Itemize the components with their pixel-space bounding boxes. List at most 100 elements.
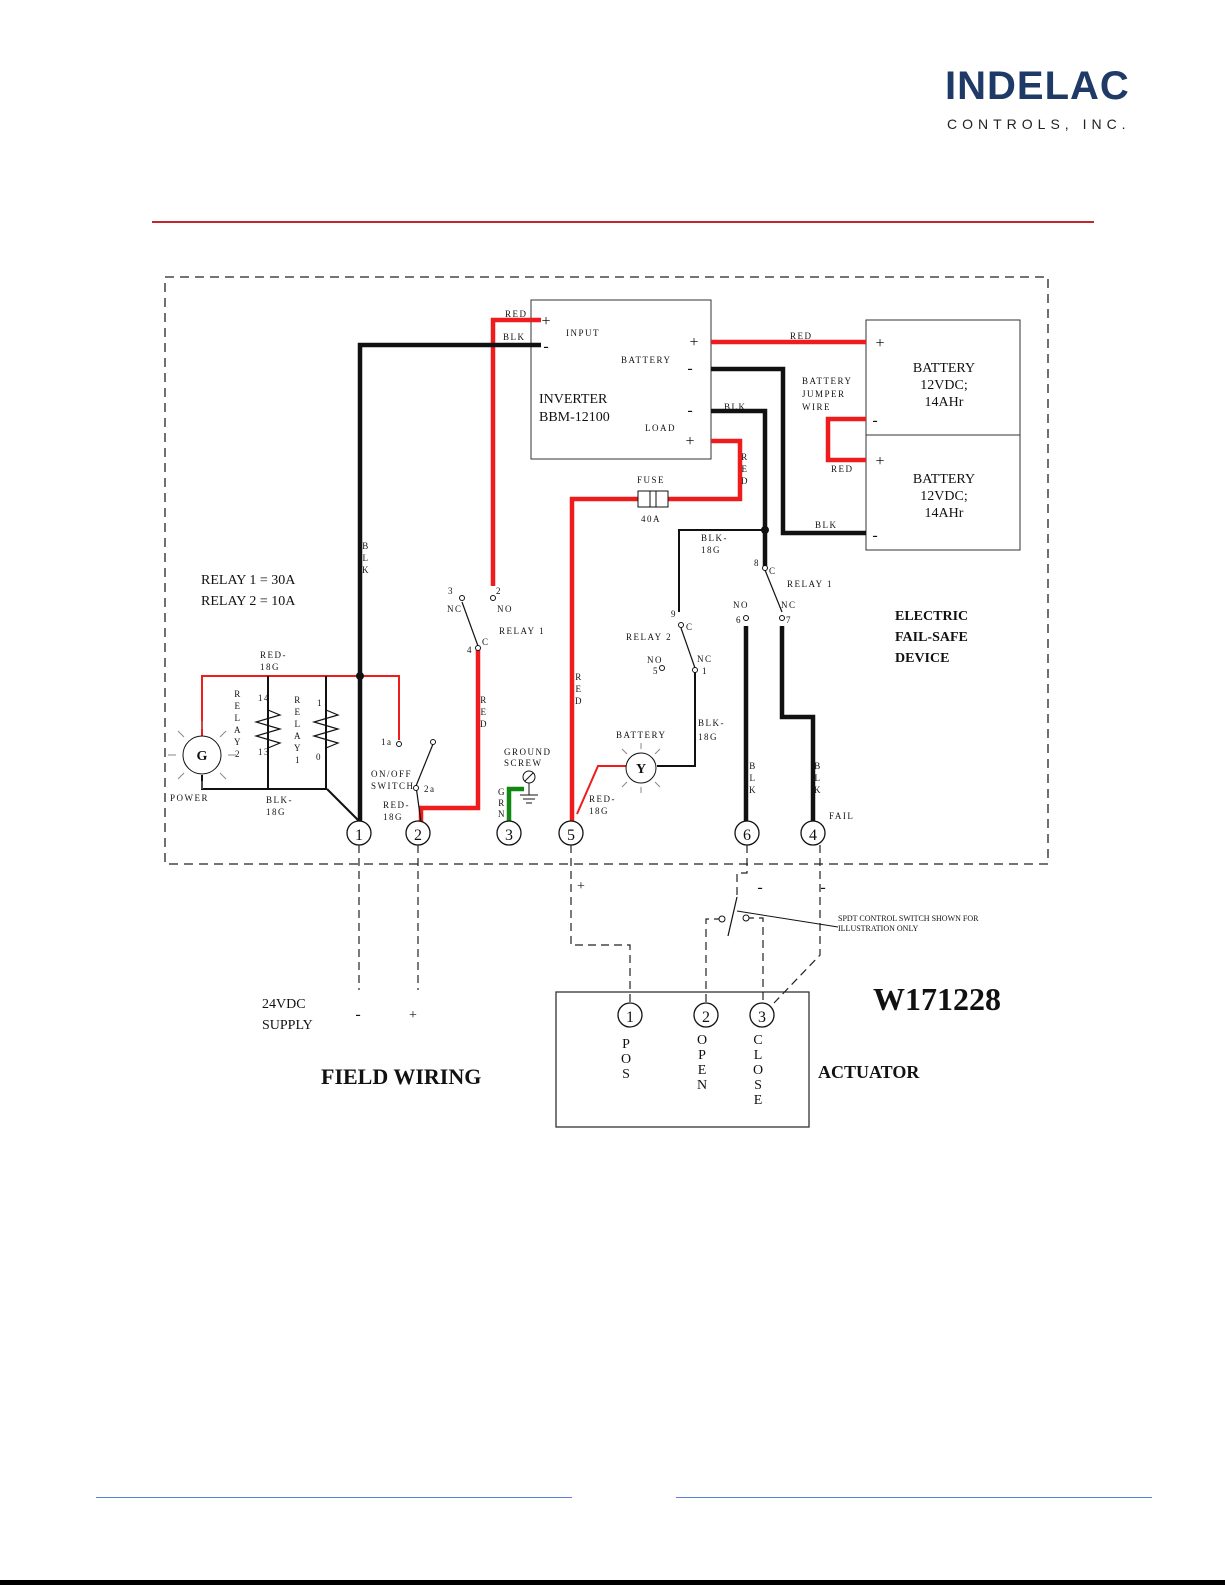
footer-rule-right [676, 1497, 1152, 1498]
red-wire-inverter-input [490, 317, 541, 586]
relay-rating-2: RELAY 2 = 10A [201, 594, 296, 609]
wire-label-red-vertical: R [575, 672, 583, 682]
green-ground-wire [506, 786, 524, 822]
on-off-switch-blade [415, 743, 434, 787]
supply-label: SUPPLY [262, 1018, 313, 1033]
wire-label-red-vertical: D [480, 719, 488, 729]
device-enclosure-outline [164, 276, 1049, 865]
polarity-mark: - [687, 402, 692, 419]
logo-wordmark: INDELAC [945, 64, 1130, 108]
actuator-terminal-label: E [698, 1063, 707, 1078]
wire-label-red-vertical: E [742, 464, 749, 474]
pin-number: 2 [496, 586, 502, 596]
wire-label-red18g: RED- [383, 800, 410, 810]
field-wire-open [705, 918, 722, 1003]
black-wire-relay2-to-battery-lamp [657, 672, 696, 767]
wire-label-blk18g: 18G [266, 807, 286, 817]
wire-label-red: RED [505, 309, 528, 319]
relay2-coil-label: A [234, 725, 242, 735]
field-wire-pos [570, 845, 631, 1003]
fuse-label: FUSE [637, 475, 665, 485]
pin-number: 13 [258, 747, 270, 757]
relay-nc-label: NC [697, 654, 713, 664]
relay1-coil-label: A [294, 731, 302, 741]
ground-screw-label: SCREW [504, 758, 543, 768]
spdt-note: ILLUSTRATION ONLY [838, 924, 919, 933]
actuator-terminal-1 [617, 1002, 643, 1028]
field-wire-close [746, 917, 764, 1003]
pin-number: 3 [448, 586, 454, 596]
actuator-terminal-number: 3 [758, 1009, 766, 1026]
terminal-number: 5 [567, 827, 575, 844]
pin-number: 1 [317, 698, 323, 708]
fuse-rating: 40A [641, 514, 661, 524]
actuator-terminal-2 [693, 1002, 719, 1028]
actuator-terminal-label: S [622, 1067, 630, 1082]
relay2-contact-blade [680, 627, 696, 669]
wire-label-blk-vertical: K [362, 565, 370, 575]
wire-label-red18g: 18G [260, 662, 280, 672]
actuator-terminal-3 [749, 1002, 775, 1028]
page-bottom-bar [0, 1580, 1225, 1585]
wire-label-red-vertical: D [741, 476, 749, 486]
wire-label-red-vertical: D [575, 696, 583, 706]
ground-screw-label: GROUND [504, 747, 552, 757]
relay-no-label: NO [733, 600, 749, 610]
relay2-coil-label: 2 [235, 749, 241, 759]
inverter-battery-label: BATTERY [621, 355, 672, 365]
actuator-terminal-label: S [754, 1078, 762, 1093]
wire-label-blk-vertical: L [750, 773, 757, 783]
inverter-name: INVERTER [539, 392, 608, 407]
battery-capacity: 14AHr [925, 506, 964, 521]
relay1-coil-label: E [295, 707, 302, 717]
actuator-terminal-label: O [621, 1052, 631, 1067]
relay1-coil-label: L [295, 719, 302, 729]
on-off-switch-label: SWITCH [371, 781, 415, 791]
wire-label-blk-vertical: K [749, 785, 757, 795]
inverter-input-label: INPUT [566, 328, 600, 338]
pin-number: 6 [736, 615, 742, 625]
black-wire-power-lamp-return [201, 775, 327, 790]
relay-c-label: C [482, 637, 490, 647]
relay-nc-label: NC [447, 604, 463, 614]
header-rule [152, 221, 1094, 223]
lamp-g-letter: G [197, 749, 208, 764]
actuator-terminal-label: P [622, 1037, 630, 1052]
red-wire-battery-jumper [825, 416, 866, 463]
polarity-mark: - [355, 1006, 360, 1023]
actuator-box [555, 991, 810, 1128]
inverter-model: BBM-12100 [539, 410, 610, 425]
polarity-mark: + [875, 453, 884, 470]
wire-label-red18g: 18G [383, 812, 403, 822]
actuator-terminal-label: O [697, 1033, 707, 1048]
relay-c-label: C [769, 566, 777, 576]
terminal-number: 6 [743, 827, 751, 844]
pin-number: 7 [786, 615, 792, 625]
battery-lamp-label: BATTERY [616, 730, 667, 740]
indelac-logo: INDELAC CONTROLS, INC. [945, 66, 1145, 136]
on-off-switch-label: ON/OFF [371, 769, 412, 779]
actuator-terminal-label: P [698, 1048, 706, 1063]
wire-label-red-vertical: R [741, 452, 749, 462]
actuator-terminal-label: E [754, 1093, 763, 1108]
black-wire-battery-negative [711, 366, 866, 536]
wire-label-blk-vertical: B [814, 761, 822, 771]
footer-rule-left [96, 1497, 572, 1498]
relay1-label: RELAY 1 [499, 626, 545, 636]
relay2-coil-label: L [235, 713, 242, 723]
inverter-load-label: LOAD [645, 423, 676, 433]
terminal-number: 1 [355, 827, 363, 844]
field-wiring-title: FIELD WIRING [321, 1064, 481, 1089]
polarity-mark: - [872, 527, 877, 544]
polarity-mark: - [687, 360, 692, 377]
black-wire-inverter-load-negative [711, 408, 768, 566]
wire-label-blk-vertical: B [749, 761, 757, 771]
wire-label-blk-vertical: L [363, 553, 370, 563]
device-title-line: FAIL-SAFE [895, 630, 968, 645]
red-wire-load-to-fuse [668, 438, 743, 502]
relay-no-label: NO [497, 604, 513, 614]
pin-number: 2a [424, 784, 436, 794]
actuator-terminal-label: L [754, 1048, 763, 1063]
relay1-fs-contact-blade [764, 569, 783, 613]
